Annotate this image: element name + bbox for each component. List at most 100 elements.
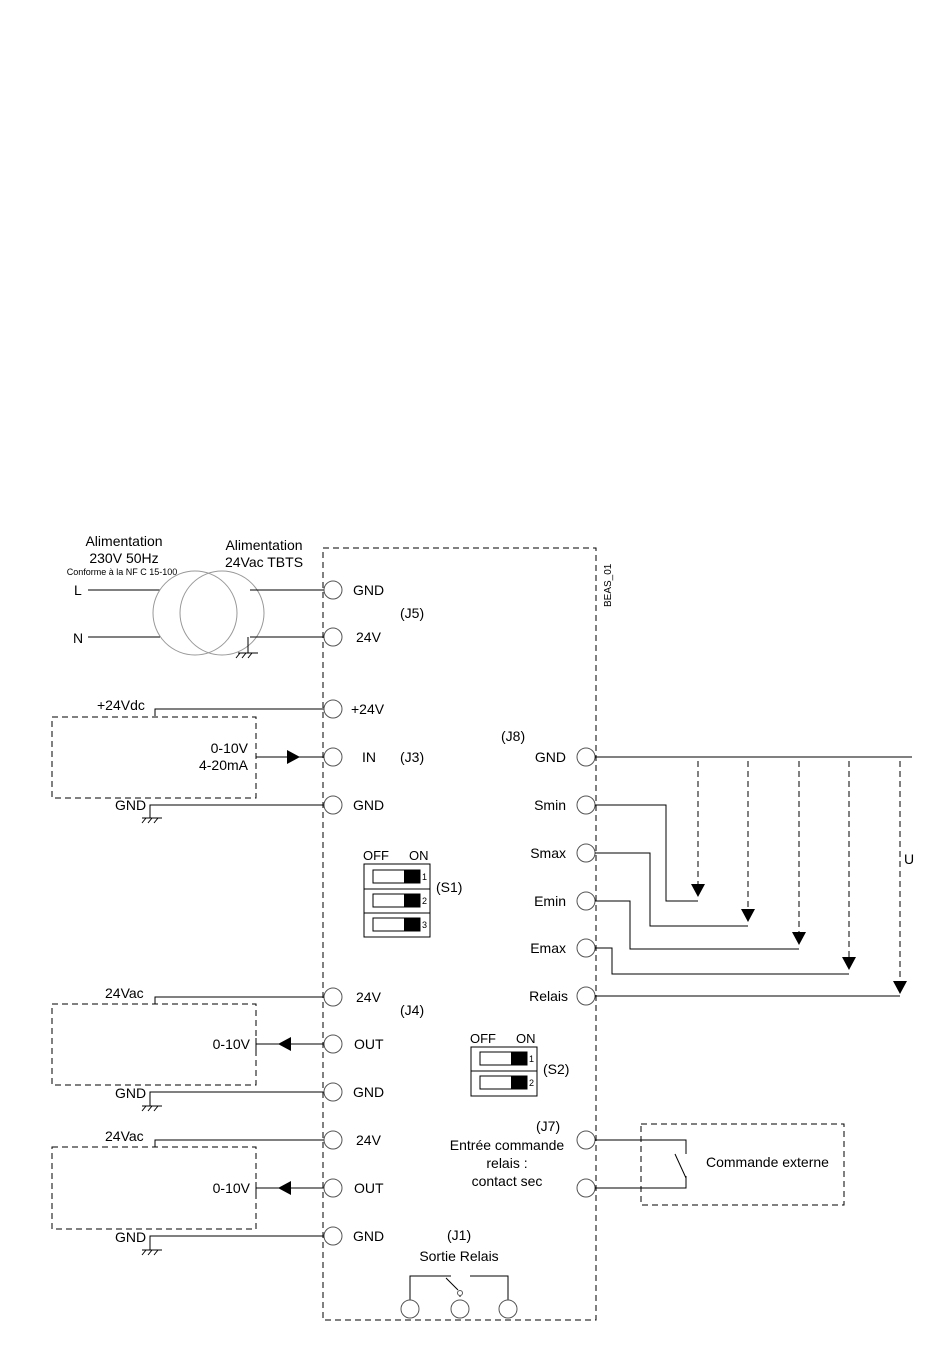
terminal-j8-gnd (576, 747, 596, 767)
label-j3-in: IN (362, 749, 376, 765)
label-j5-24v: 24V (356, 629, 382, 645)
ext-gnd-b: GND (115, 1085, 146, 1101)
connector-s1: (S1) (436, 879, 462, 895)
j7-wire-a (595, 1139, 687, 1154)
j4a-gnd-wire (149, 1091, 325, 1101)
connector-j7: (J7) (536, 1118, 560, 1134)
ext-plus24vdc: +24Vdc (97, 697, 145, 713)
j4b-gnd-wire (149, 1235, 325, 1245)
ground-symbol (141, 1101, 162, 1112)
ground-symbol (235, 637, 258, 659)
secondary-rating: 24Vac TBTS (225, 554, 303, 570)
label-j4b-out: OUT (354, 1180, 384, 1196)
terminal-j7-a (576, 1130, 596, 1150)
terminal-j4a-24v (323, 987, 343, 1007)
ext-vac-a: 24Vac (105, 985, 144, 1001)
ext-signal-out-b: 0-10V (213, 1180, 251, 1196)
relay-output-contacts (400, 1275, 518, 1319)
label-j8-gnd: GND (535, 749, 566, 765)
j7-contact (674, 1153, 687, 1179)
label-j3-gnd: GND (353, 797, 384, 813)
terminal-j4b-gnd (323, 1226, 343, 1246)
transformer-symbol (152, 570, 265, 656)
terminal-j8-emax (576, 938, 596, 958)
j8-smax-wire (595, 852, 748, 927)
ext-gnd-a: GND (115, 797, 146, 813)
terminal-j5-gnd (323, 580, 343, 600)
terminal-j4b-out (323, 1178, 343, 1198)
label-j3-24v: +24V (351, 701, 385, 717)
connector-j8: (J8) (501, 728, 525, 744)
terminal-j8-relais (576, 986, 596, 1006)
terminal-j8-smax (576, 843, 596, 863)
label-j8-emin: Emin (534, 893, 566, 909)
label-j8-emax: Emax (530, 940, 566, 956)
line-n-label: N (73, 630, 83, 646)
u-label: U (904, 851, 914, 867)
ext-vac-b: 24Vac (105, 1128, 144, 1144)
probe-smax-arrow (741, 909, 755, 922)
line-l-label: L (74, 582, 82, 598)
terminal-j5-24v (323, 627, 343, 647)
s2-off-label: OFF (470, 1031, 496, 1046)
label-j8-relais: Relais (529, 988, 568, 1004)
relay-output-label: Sortie Relais (419, 1248, 498, 1264)
connector-s2: (S2) (543, 1061, 569, 1077)
label-j8-smax: Smax (530, 845, 566, 861)
board-ref: BEAS_01 (603, 563, 614, 607)
input-arrow (287, 750, 300, 764)
connector-j5: (J5) (400, 605, 424, 621)
s1-pos-3: 3 (422, 920, 427, 930)
label-j8-smin: Smin (534, 797, 566, 813)
connector-j4: (J4) (400, 1002, 424, 1018)
secondary-title: Alimentation (225, 537, 302, 553)
external-command-box (640, 1123, 845, 1206)
j8-smin-wire (595, 804, 698, 902)
terminal-j4b-24v (323, 1130, 343, 1150)
s2-pos-2: 2 (529, 1078, 534, 1088)
supply-title: Alimentation (85, 533, 162, 549)
s1-off-label: OFF (363, 848, 389, 863)
probe-emin-arrow (792, 932, 806, 945)
probe-relais-arrow (893, 981, 907, 994)
terminal-j8-smin (576, 795, 596, 815)
s1-on-label: ON (409, 848, 429, 863)
ext-gnd-c: GND (115, 1229, 146, 1245)
terminal-j3-gnd (323, 795, 343, 815)
j4b-24v-wire (154, 1139, 325, 1147)
external-command-label: Commande externe (706, 1154, 829, 1170)
s2-pos-1: 1 (529, 1054, 534, 1064)
terminal-j4a-gnd (323, 1082, 343, 1102)
terminal-j7-b (576, 1178, 596, 1198)
supply-norm: Conforme à la NF C 15-100 (67, 567, 178, 577)
output-arrow-b (278, 1181, 291, 1195)
label-j4b-gnd: GND (353, 1228, 384, 1244)
relay-input-line2: relais : (486, 1155, 527, 1171)
dip-switch-s2 (470, 1046, 538, 1097)
ground-symbol (141, 1245, 162, 1256)
s1-pos-2: 2 (422, 896, 427, 906)
relay-input-line3: contact sec (472, 1173, 543, 1189)
relay-input-line1: Entrée commande (450, 1137, 565, 1153)
label-j4a-24v: 24V (356, 989, 382, 1005)
probe-emax-arrow (842, 957, 856, 970)
label-j4a-out: OUT (354, 1036, 384, 1052)
dip-switch-s1 (363, 863, 431, 938)
ext-signal-in-1: 0-10V (211, 740, 249, 756)
ground-symbol (141, 813, 162, 824)
s2-on-label: ON (516, 1031, 536, 1046)
terminal-j3-24v (323, 699, 343, 719)
probe-smin-arrow (691, 884, 705, 897)
connector-j3: (J3) (400, 749, 424, 765)
j8-emax-wire (595, 947, 849, 975)
connector-j1: (J1) (447, 1227, 471, 1243)
j7-wire-b (595, 1176, 687, 1189)
label-j4a-gnd: GND (353, 1084, 384, 1100)
terminal-j8-emin (576, 891, 596, 911)
ext-signal-in-2: 4-20mA (199, 757, 249, 773)
j8-emin-wire (595, 900, 799, 950)
j3-24v-wire (154, 708, 325, 716)
terminal-j3-in (323, 747, 343, 767)
label-j4b-24v: 24V (356, 1132, 382, 1148)
